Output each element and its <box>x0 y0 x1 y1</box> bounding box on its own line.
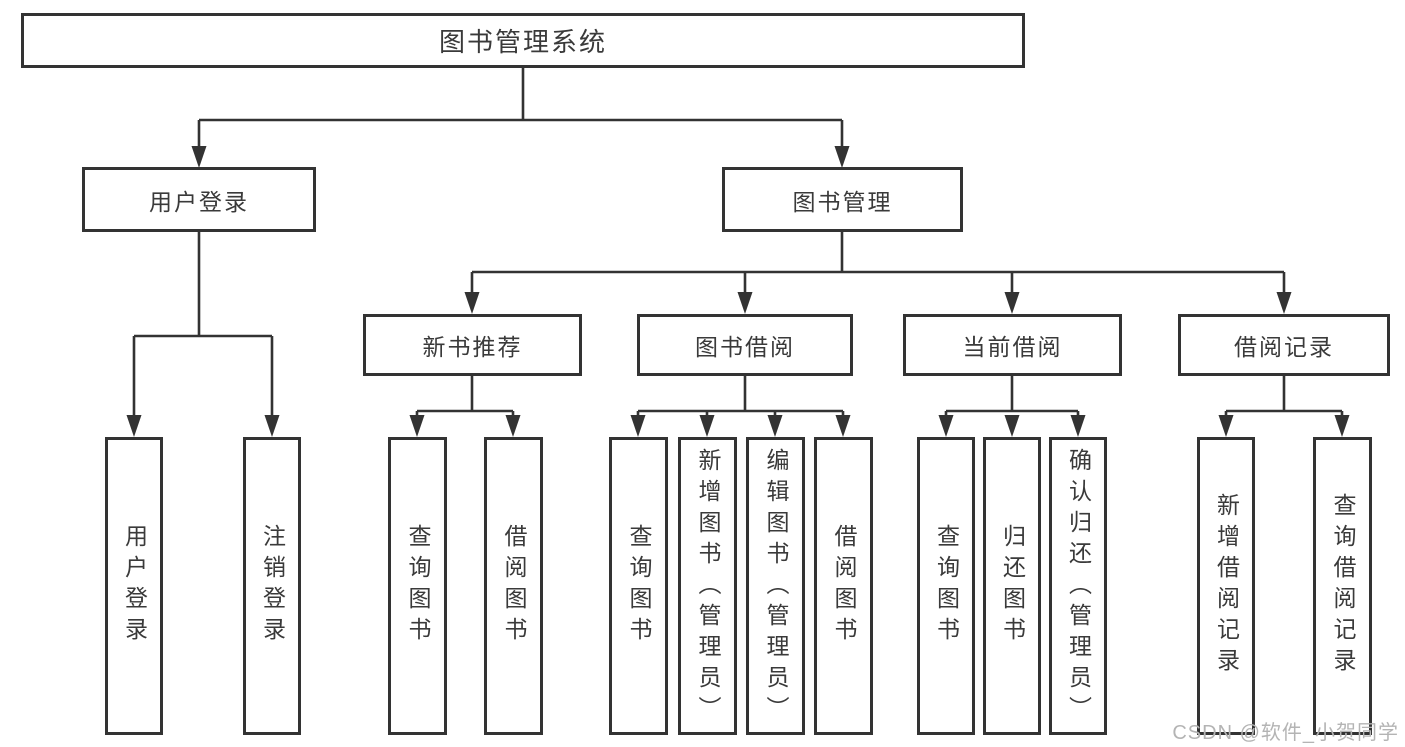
leaf-borrow-add-books-admin: 新增图书（管理员） <box>678 437 737 735</box>
node-library-management-system: 图书管理系统 <box>21 13 1025 68</box>
node-current-borrow: 当前借阅 <box>903 314 1122 376</box>
node-user-login: 用户登录 <box>82 167 316 232</box>
node-book-borrow: 图书借阅 <box>637 314 853 376</box>
connector-current-to-leaves <box>938 376 1086 437</box>
connector-recommend-to-leaves <box>409 376 521 437</box>
leaf-records-add-record: 新增借阅记录 <box>1197 437 1255 735</box>
leaf-records-query-record: 查询借阅记录 <box>1313 437 1372 735</box>
connector-root-to-branches <box>191 68 850 168</box>
leaf-borrow-query-books: 查询图书 <box>609 437 668 735</box>
leaf-current-confirm-return-admin: 确认归还（管理员） <box>1049 437 1107 735</box>
node-new-book-recommend: 新书推荐 <box>363 314 582 376</box>
connector-records-to-leaves <box>1218 376 1350 437</box>
csdn-watermark: CSDN @软件_小贺同学 <box>1172 722 1399 744</box>
leaf-logout-login: 注销登录 <box>243 437 301 735</box>
node-book-management: 图书管理 <box>722 167 963 232</box>
leaf-borrow-edit-books-admin: 编辑图书（管理员） <box>746 437 805 735</box>
leaf-current-return-books: 归还图书 <box>983 437 1041 735</box>
leaf-borrow-borrow-books: 借阅图书 <box>814 437 873 735</box>
connector-mgmt-to-groups <box>464 232 1292 314</box>
connector-borrow-to-leaves <box>630 376 851 437</box>
node-borrow-records: 借阅记录 <box>1178 314 1390 376</box>
leaf-current-query-books: 查询图书 <box>917 437 975 735</box>
leaf-user-login: 用户登录 <box>105 437 163 735</box>
connector-login-to-leaves <box>126 232 280 437</box>
leaf-recommend-borrow-books: 借阅图书 <box>484 437 543 735</box>
leaf-recommend-query-books: 查询图书 <box>388 437 447 735</box>
